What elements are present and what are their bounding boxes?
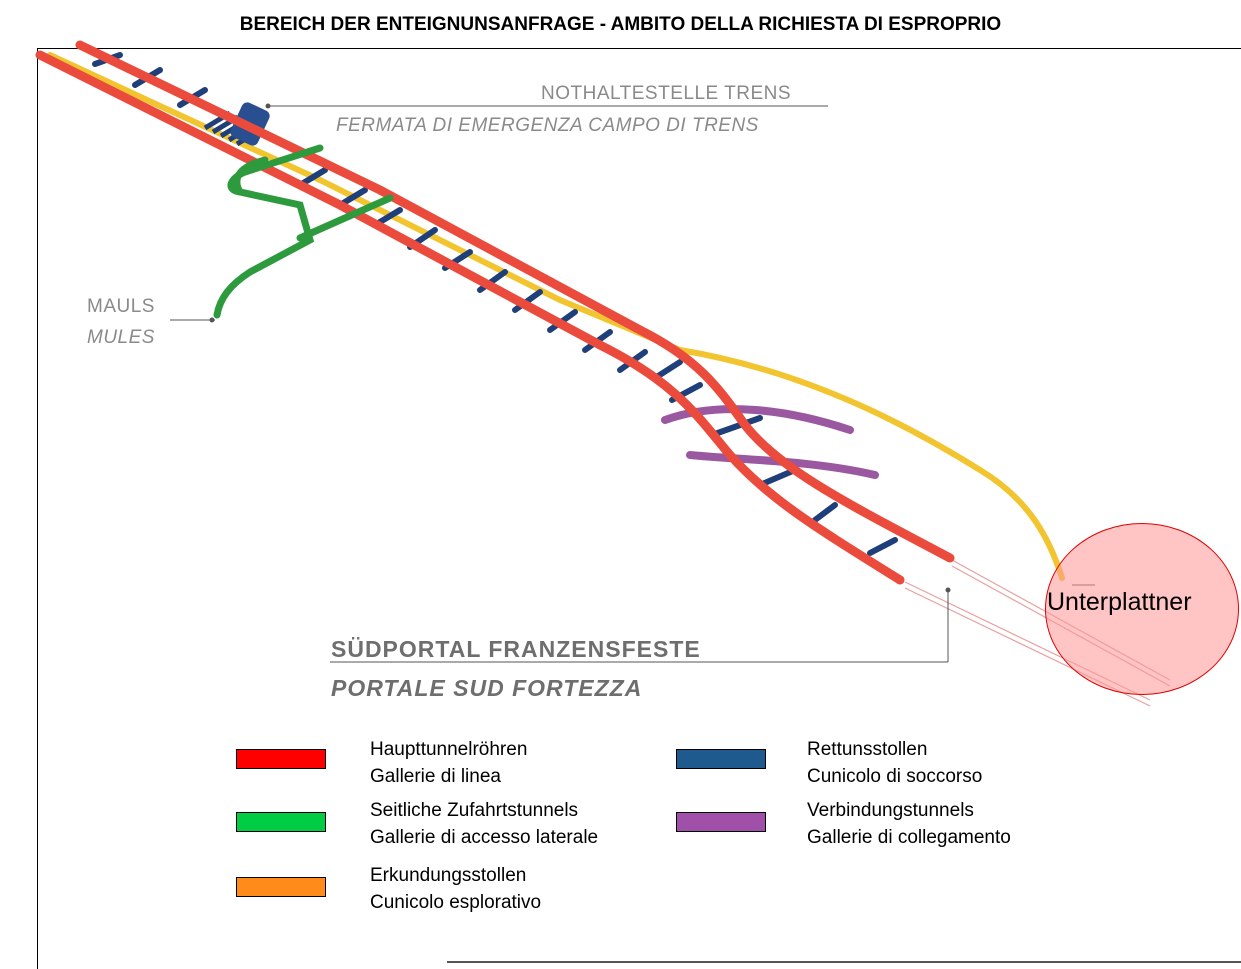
main-tunnel-west	[35, 50, 905, 585]
map-title: BEREICH DER ENTEIGNUNSANFRAGE - AMBITO D…	[239, 14, 1002, 35]
legend-swatch-access-tunnel	[236, 812, 326, 832]
main-tunnel-east	[75, 40, 955, 563]
legend-label-it: Gallerie di accesso laterale	[370, 827, 599, 848]
legend-label-it: Cunicolo di soccorso	[807, 766, 983, 787]
leader-dot-portal	[945, 587, 951, 593]
emergency-stop-label-it: FERMATA DI EMERGENZA CAMPO DI TRENS	[336, 115, 759, 136]
expropriation-area-highlight	[1045, 523, 1239, 695]
south-portal-label-it: PORTALE SUD FORTEZZA	[331, 675, 643, 701]
mauls-label-de: MAULS	[87, 296, 155, 317]
south-portal-label-de: SÜDPORTAL FRANZENSFESTE	[331, 636, 701, 662]
access-tunnel	[213, 144, 394, 319]
legend-item-rescue-tunnel: Rettunsstollen Cunicolo di soccorso	[807, 736, 982, 790]
legend-swatch-connection-tunnel	[676, 812, 766, 832]
legend-swatch-rescue-tunnel	[676, 749, 766, 769]
highlight-label: Unterplattner	[1047, 588, 1192, 616]
legend-label-de: Seitliche Zufahrtstunnels	[370, 800, 579, 821]
legend-item-access-tunnel: Seitliche Zufahrtstunnels Gallerie di ac…	[370, 797, 598, 851]
legend-swatch-main-tunnel	[236, 749, 326, 769]
mauls-label-it: MULES	[87, 327, 155, 348]
emergency-stop-label-de: NOTHALTESTELLE TRENS	[541, 83, 792, 104]
legend-label-de: Erkundungsstollen	[370, 865, 527, 886]
leader-dot-emergency	[265, 103, 271, 109]
legend-label-de: Rettunsstollen	[807, 739, 928, 760]
map-frame	[37, 48, 1241, 969]
legend-item-exploratory-tunnel: Erkundungsstollen Cunicolo esplorativo	[370, 862, 541, 916]
legend-label-de: Verbindungstunnels	[807, 800, 974, 821]
frame-bottom-line	[447, 961, 1241, 963]
legend-label-de: Haupttunnelröhren	[370, 739, 528, 760]
legend-item-main-tunnel: Haupttunnelröhren Gallerie di linea	[370, 736, 527, 790]
exploratory-tunnel	[47, 52, 1065, 581]
legend-label-it: Gallerie di collegamento	[807, 827, 1011, 848]
connection-tunnel-upper	[661, 405, 854, 434]
legend-label-it: Cunicolo esplorativo	[370, 892, 542, 913]
leader-dot-mauls	[209, 317, 215, 323]
legend-swatch-exploratory-tunnel	[236, 877, 326, 897]
legend-label-it: Gallerie di linea	[370, 766, 501, 787]
legend-item-connection-tunnel: Verbindungstunnels Gallerie di collegame…	[807, 797, 1011, 851]
